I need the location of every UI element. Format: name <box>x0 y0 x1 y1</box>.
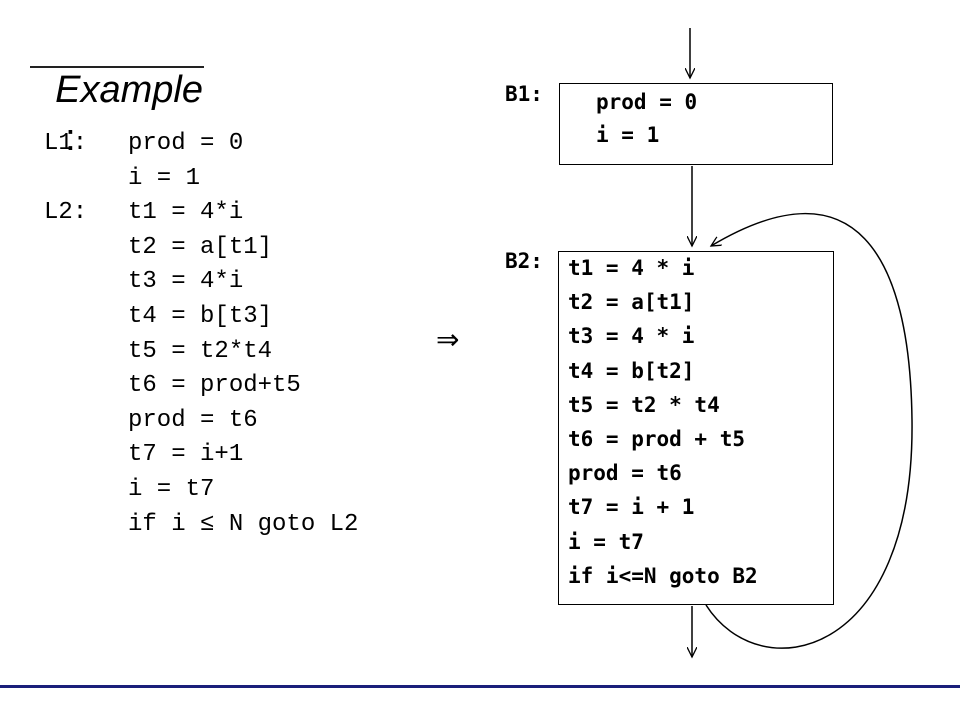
slide-title: Example : <box>34 18 203 162</box>
block-statement: prod = t6 <box>568 461 682 486</box>
basic-block-b2: t1 = 4 * i t2 = a[t1] t3 = 4 * i t4 = b[t2]… <box>558 251 834 605</box>
block-statement: t3 = 4 * i <box>568 324 695 349</box>
block-statement: i = t7 <box>568 529 644 554</box>
loop-back-edge <box>705 213 913 649</box>
block-statement: if i<=N goto B2 <box>568 563 758 588</box>
block-statement: t4 = b[t2] <box>568 358 695 383</box>
source-line-label: L1: <box>44 130 88 157</box>
block-statement: t6 = prod + t5 <box>568 427 746 451</box>
block-statement: t5 = t2 * t4 <box>568 392 720 417</box>
block-statement: t1 = 4 * i <box>568 256 695 280</box>
footer-rule <box>0 685 960 688</box>
block-b2-label: B2: <box>505 249 543 273</box>
source-line-statement: i = 1 <box>128 164 201 192</box>
source-line-label: L2: <box>44 199 88 227</box>
transforms-to-arrow: ⇒ <box>436 323 460 356</box>
source-line-statement: t6 = prod+t5 <box>128 372 301 400</box>
source-line-statement: t1 = 4*i <box>128 199 244 227</box>
block-statement: t2 = a[t1] <box>568 290 695 315</box>
source-line-statement: if i ≤ N goto L2 <box>128 510 359 538</box>
source-line-statement: prod = 0 <box>128 130 244 157</box>
slide-title-colon: : <box>65 117 76 159</box>
source-line-statement: t3 = 4*i <box>128 268 244 296</box>
block-statement: i = 1 <box>596 123 660 147</box>
source-line-statement: prod = t6 <box>128 406 258 434</box>
source-line-statement: t5 = t2*t4 <box>128 337 273 365</box>
block-statement: prod = 0 <box>596 90 698 114</box>
source-line-statement: t7 = i+1 <box>128 441 244 469</box>
block-b1-label: B1: <box>505 82 543 106</box>
title-underline <box>30 66 204 68</box>
slide-title-text: Example <box>55 69 203 111</box>
basic-block-b1: prod = 0 i = 1 <box>559 83 833 165</box>
source-line-statement: t4 = b[t3] <box>128 303 273 330</box>
source-line-statement: t2 = a[t1] <box>128 233 273 261</box>
block-statement: t7 = i + 1 <box>568 495 695 520</box>
source-line-statement: i = t7 <box>128 476 215 503</box>
